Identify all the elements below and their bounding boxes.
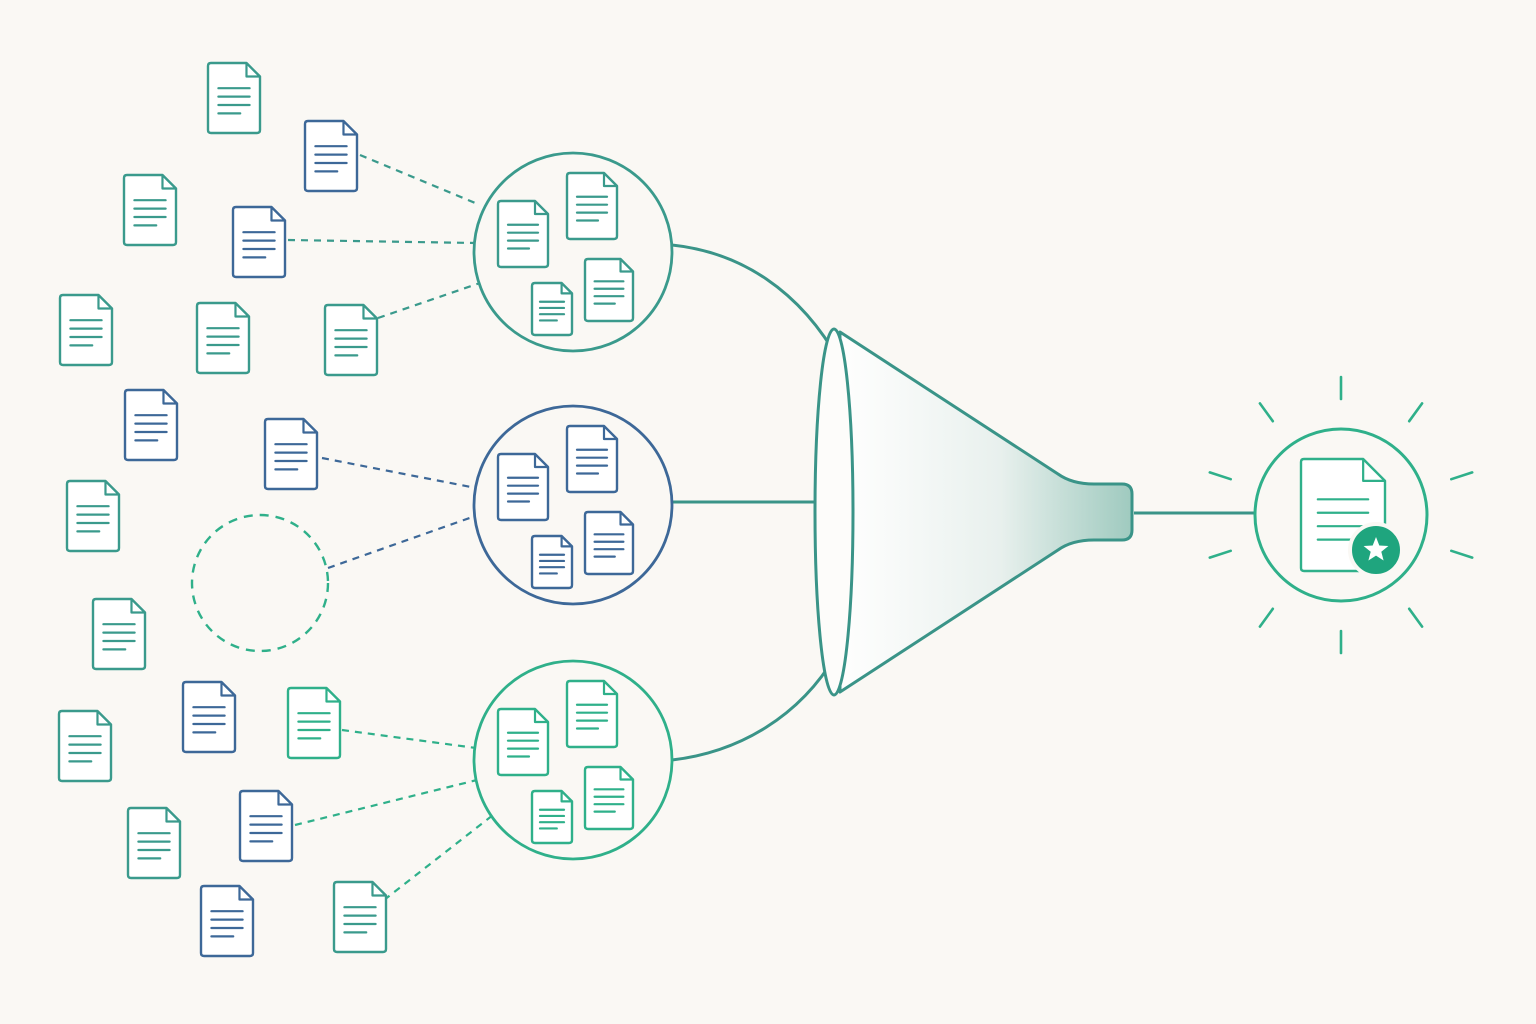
- cluster-middle: [472, 404, 674, 606]
- dashed-link-2: [287, 238, 477, 245]
- document-icon: [195, 301, 251, 375]
- document-icon: [565, 424, 619, 494]
- funnel-body: [838, 330, 1134, 694]
- document-icon: [565, 171, 619, 241]
- document-icon: [530, 281, 574, 337]
- dashed-link-4: [321, 456, 477, 490]
- glow-rays: [1208, 375, 1474, 655]
- document-icon: [303, 119, 359, 193]
- glow-ray: [1407, 607, 1424, 628]
- cluster-bottom: [472, 659, 674, 861]
- document-icon: [565, 679, 619, 749]
- dashed-link-7: [294, 778, 478, 827]
- dashed-link-1: [359, 153, 481, 207]
- document-icon: [231, 205, 287, 279]
- document-icon: [238, 789, 294, 863]
- glow-ray: [1208, 549, 1232, 559]
- document-icon: [126, 806, 182, 880]
- funnel-layer: [813, 327, 1134, 697]
- document-icon: [323, 303, 379, 377]
- scattered-documents-layer: [57, 61, 388, 958]
- document-icon: [263, 417, 319, 491]
- document-icon: [496, 199, 550, 269]
- document-icon: [583, 510, 635, 576]
- document-icon: [199, 884, 255, 958]
- document-icon: [332, 880, 388, 954]
- funnel-icon: [813, 327, 1134, 697]
- document-icon: [530, 534, 574, 590]
- document-icon: [286, 686, 342, 760]
- dashed-link-3: [377, 281, 481, 320]
- document-icon: [583, 765, 635, 831]
- document-icon: [530, 789, 574, 845]
- clusters-layer: [472, 151, 674, 861]
- star-icon: [1363, 537, 1389, 561]
- glow-ray: [1450, 471, 1474, 481]
- dashed-link-6: [341, 728, 477, 750]
- connectors-layer: [287, 153, 1255, 901]
- document-icon: [496, 707, 550, 777]
- curve-top-to-funnel: [671, 243, 842, 363]
- curve-bottom-to-funnel: [671, 654, 838, 762]
- document-icon: [583, 257, 635, 323]
- document-icon: [65, 479, 121, 553]
- output-layer: [1208, 375, 1474, 655]
- glow-ray: [1208, 471, 1232, 481]
- dashed-link-5: [327, 513, 479, 570]
- output-node: [1253, 427, 1429, 603]
- dashed-link-8: [383, 814, 494, 901]
- document-icon: [57, 709, 113, 783]
- document-icon: [206, 61, 262, 135]
- glow-ray: [1407, 402, 1424, 423]
- document-icon: [58, 293, 114, 367]
- funnel-mouth: [813, 327, 855, 697]
- glow-ray: [1258, 402, 1275, 423]
- document-icon: [181, 680, 237, 754]
- document-icon: [122, 173, 178, 247]
- empty-slot-dashed-circle: [190, 513, 330, 653]
- document-icon: [496, 452, 550, 522]
- glow-ray: [1258, 607, 1275, 628]
- glow-ray: [1450, 549, 1474, 559]
- document-icon: [91, 597, 147, 671]
- document-icon: [123, 388, 179, 462]
- cluster-top: [472, 151, 674, 353]
